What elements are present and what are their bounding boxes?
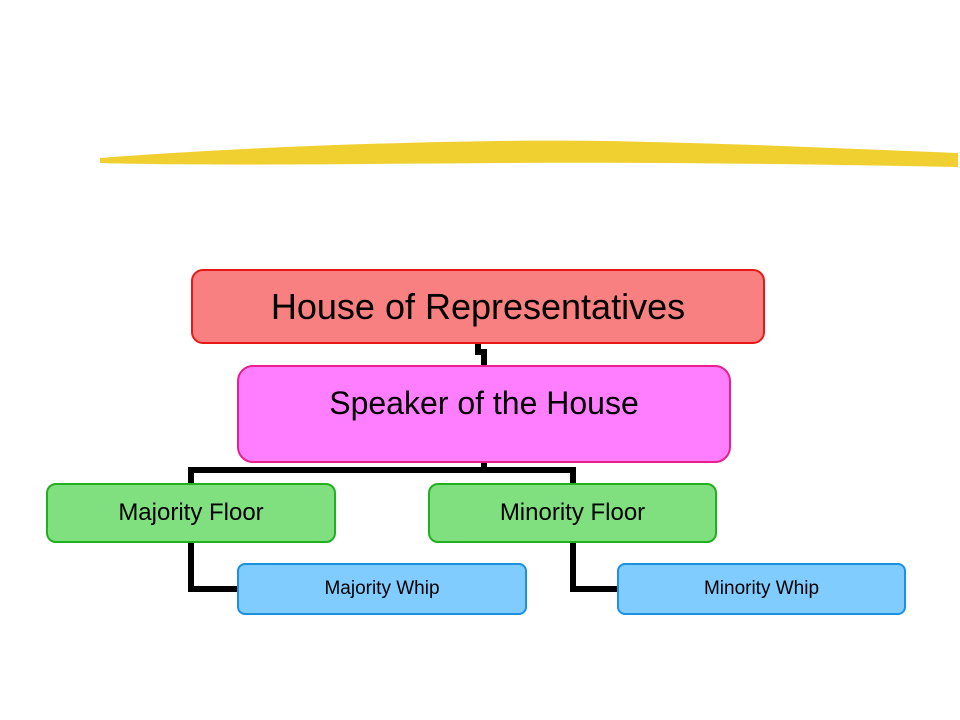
node-minority-whip: Minority Whip: [617, 563, 906, 615]
node-minority-floor: Minority Floor: [428, 483, 717, 543]
node-speaker-label: Speaker of the House: [329, 385, 639, 421]
brush-stroke-body: [100, 140, 958, 167]
connector-speaker-floors: [188, 463, 576, 483]
node-speaker-of-the-house: Speaker of the House: [237, 365, 731, 463]
node-house-label: House of Representatives: [270, 285, 686, 327]
node-house-of-representatives: House of Representatives: [191, 269, 765, 344]
node-majority-floor: Majority Floor: [46, 483, 336, 543]
node-majority-floor-label: Majority Floor: [118, 499, 264, 526]
brush-stroke-tail: [99, 154, 201, 161]
connector-majority-floor-whip: [188, 543, 238, 592]
node-majority-whip: Majority Whip: [237, 563, 527, 615]
brush-stroke-streak: [107, 145, 951, 160]
connector-house-speaker: [475, 344, 487, 365]
node-minority-whip-label: Minority Whip: [703, 578, 820, 599]
node-majority-whip-label: Majority Whip: [324, 578, 440, 599]
node-minority-floor-label: Minority Floor: [499, 499, 646, 526]
connector-minority-floor-whip: [570, 543, 618, 592]
